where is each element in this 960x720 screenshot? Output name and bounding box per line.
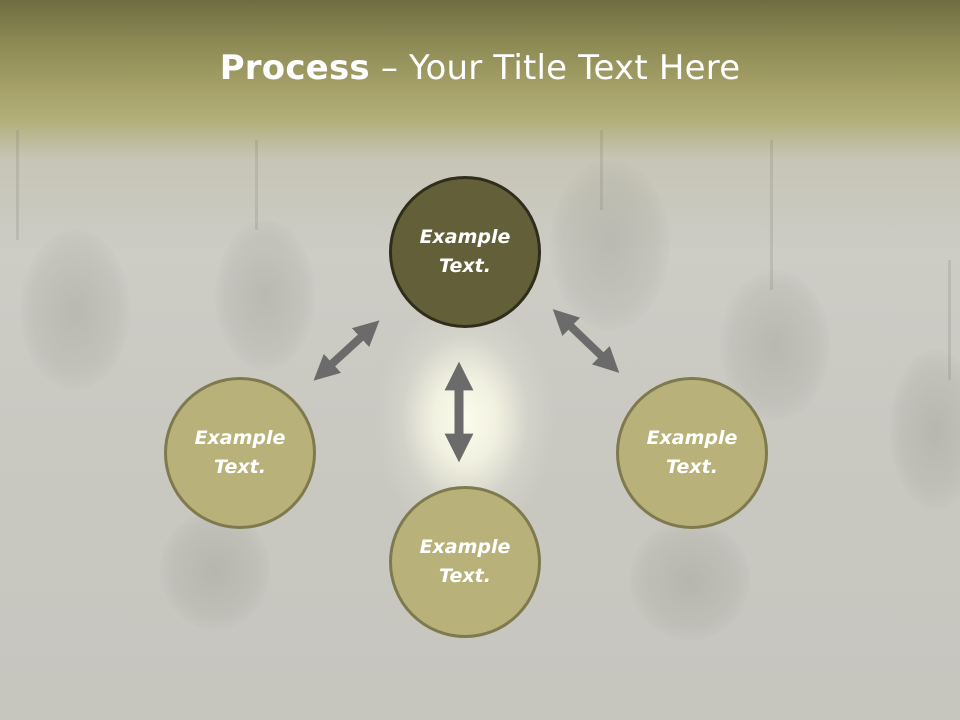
node-left-line2: Text. <box>214 456 266 478</box>
node-right: Example Text. <box>616 377 768 529</box>
node-top-line1: Example <box>419 226 511 248</box>
node-bottom-line1: Example <box>419 536 511 558</box>
bulb-cord <box>948 260 951 380</box>
bulb-cord <box>770 140 773 290</box>
background-bulb <box>215 220 315 370</box>
node-bottom: Example Text. <box>389 486 541 638</box>
arrow-top-right <box>552 309 620 373</box>
bulb-cord <box>255 140 258 230</box>
node-top: Example Text. <box>389 176 541 328</box>
background-bulb <box>160 510 270 630</box>
background-bulb <box>890 350 960 510</box>
title-rest: – Your Title Text Here <box>369 48 741 88</box>
slide-title: Process – Your Title Text Here <box>0 48 960 88</box>
background-bulb <box>550 160 670 330</box>
node-right-line1: Example <box>646 427 738 449</box>
node-right-line2: Text. <box>666 456 718 478</box>
title-bold: Process <box>219 48 370 88</box>
node-left-line1: Example <box>194 427 286 449</box>
node-bottom-line2: Text. <box>439 565 491 587</box>
bulb-cord <box>16 130 19 240</box>
node-top-line2: Text. <box>439 255 491 277</box>
bulb-cord <box>600 130 603 210</box>
background-bulb <box>20 230 130 390</box>
arrow-top-left <box>313 320 380 381</box>
background-bulb <box>630 520 750 640</box>
node-left: Example Text. <box>164 377 316 529</box>
